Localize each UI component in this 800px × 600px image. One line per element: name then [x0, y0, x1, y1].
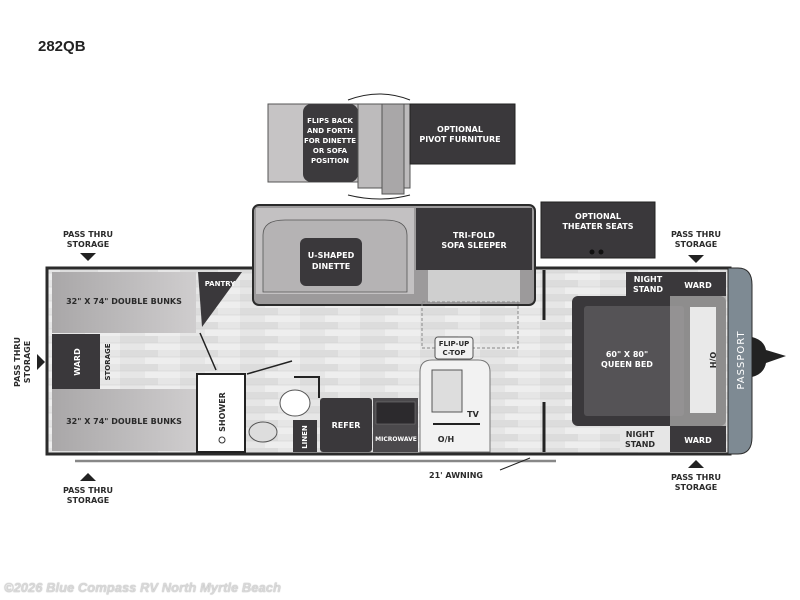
- svg-text:LINEN: LINEN: [301, 425, 309, 449]
- svg-text:STORAGE: STORAGE: [675, 483, 717, 492]
- awning-label: 21' AWNING: [429, 471, 483, 480]
- pass-thru-storage-rear-top: PASS THRU STORAGE: [63, 230, 113, 261]
- svg-text:PASS THRU: PASS THRU: [63, 230, 113, 239]
- svg-text:OR SOFA: OR SOFA: [313, 147, 348, 155]
- svg-text:C-TOP: C-TOP: [442, 349, 465, 357]
- svg-text:THEATER SEATS: THEATER SEATS: [562, 222, 633, 231]
- pass-thru-storage-rear-side: PASS THRU STORAGE: [13, 337, 45, 387]
- svg-text:REFER: REFER: [332, 421, 361, 430]
- svg-text:O/H: O/H: [438, 435, 454, 444]
- arrow-up-icon: [688, 460, 704, 468]
- slide-out: U-SHAPED DINETTE TRI-FOLD SOFA SLEEPER: [252, 204, 536, 349]
- svg-text:SOFA SLEEPER: SOFA SLEEPER: [441, 241, 506, 250]
- svg-text:FOR DINETTE: FOR DINETTE: [304, 137, 356, 145]
- svg-text:MICROWAVE: MICROWAVE: [375, 436, 417, 443]
- svg-text:STORAGE: STORAGE: [104, 343, 112, 380]
- pivot-furniture-option: FLIPS BACK AND FORTH FOR DINETTE OR SOFA…: [267, 93, 516, 200]
- svg-text:PIVOT FURNITURE: PIVOT FURNITURE: [419, 135, 500, 144]
- svg-text:TRI-FOLD: TRI-FOLD: [453, 231, 495, 240]
- brand-logo: PASSPORT: [736, 330, 747, 389]
- svg-text:NIGHT: NIGHT: [626, 430, 655, 439]
- svg-text:SHOWER: SHOWER: [218, 392, 227, 432]
- svg-text:U-SHAPED: U-SHAPED: [308, 251, 355, 260]
- svg-text:WARD: WARD: [73, 348, 82, 376]
- dinette-table: [300, 238, 362, 286]
- svg-text:POSITION: POSITION: [311, 157, 349, 165]
- pass-thru-storage-rear-bottom: PASS THRU STORAGE: [63, 473, 113, 505]
- rear-bunk-room: 32" X 74" DOUBLE BUNKS WARD STORAGE 32" …: [52, 272, 242, 451]
- theater-seats-option: OPTIONAL THEATER SEATS: [540, 201, 656, 259]
- flips-label: FLIPS BACK: [307, 117, 353, 125]
- svg-text:PASS THRU: PASS THRU: [13, 337, 22, 387]
- svg-text:PANTRY: PANTRY: [205, 280, 237, 288]
- kitchen: REFER MICROWAVE FLIP-UP C-TOP TV O/H: [320, 336, 491, 453]
- dealer-watermark: ©2026 Blue Compass RV North Myrtle Beach: [4, 580, 281, 595]
- front-cap: [727, 267, 753, 455]
- pivot-arrow-icon: [347, 194, 411, 200]
- svg-text:STAND: STAND: [633, 285, 663, 294]
- pivot-arrow-icon: [347, 93, 411, 101]
- svg-text:60" X 80": 60" X 80": [606, 350, 648, 359]
- svg-text:STORAGE: STORAGE: [67, 240, 109, 249]
- svg-text:FLIP-UP: FLIP-UP: [439, 340, 470, 348]
- pivot-label: OPTIONAL: [437, 125, 483, 134]
- svg-text:PASS THRU: PASS THRU: [63, 486, 113, 495]
- pass-thru-storage-front-top: PASS THRU STORAGE: [671, 230, 721, 263]
- hitch-icon: [752, 337, 786, 377]
- svg-text:STORAGE: STORAGE: [67, 496, 109, 505]
- arrow-right-icon: [37, 354, 45, 370]
- svg-text:DINETTE: DINETTE: [312, 262, 350, 271]
- svg-text:WARD: WARD: [684, 436, 712, 445]
- bunk-bottom-label: 32" X 74" DOUBLE BUNKS: [66, 417, 182, 426]
- bathroom: SHOWER LINEN: [196, 360, 320, 453]
- svg-text:TV: TV: [467, 410, 479, 419]
- svg-text:AND FORTH: AND FORTH: [307, 127, 353, 135]
- arrow-up-icon: [80, 473, 96, 481]
- svg-text:STAND: STAND: [625, 440, 655, 449]
- svg-text:OPTIONAL: OPTIONAL: [575, 212, 621, 221]
- arrow-down-icon: [688, 255, 704, 263]
- svg-text:O/H: O/H: [708, 352, 717, 368]
- svg-text:PASS THRU: PASS THRU: [671, 473, 721, 482]
- bedroom: NIGHT STAND WARD O/H 60" X 80" QUEEN BED…: [572, 272, 726, 452]
- svg-text:PASS THRU: PASS THRU: [671, 230, 721, 239]
- pass-thru-storage-front-bottom: PASS THRU STORAGE: [671, 460, 721, 492]
- svg-text:QUEEN BED: QUEEN BED: [601, 360, 653, 369]
- svg-text:STORAGE: STORAGE: [23, 341, 32, 383]
- flip-seat: [303, 104, 358, 182]
- arrow-down-icon: [80, 253, 96, 261]
- svg-text:WARD: WARD: [684, 281, 712, 290]
- svg-text:NIGHT: NIGHT: [634, 275, 663, 284]
- floorplan-title: 282QB: [38, 38, 86, 55]
- bunk-top-label: 32" X 74" DOUBLE BUNKS: [66, 297, 182, 306]
- svg-text:STORAGE: STORAGE: [675, 240, 717, 249]
